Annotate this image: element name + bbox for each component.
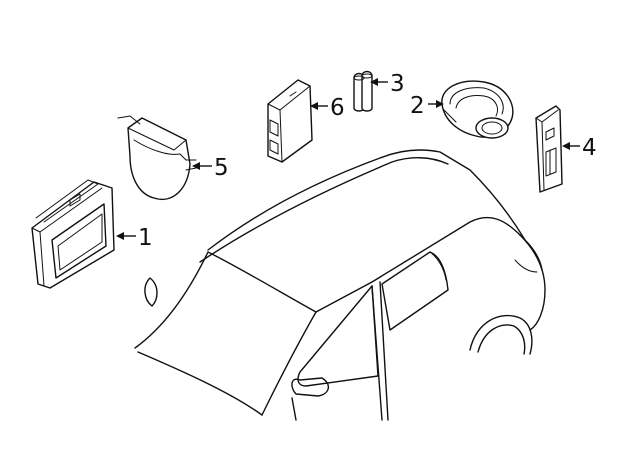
callout-5-label: 5 xyxy=(214,155,229,181)
part-4-switch-panel xyxy=(535,105,563,193)
callout-2: 2 xyxy=(410,93,444,119)
callout-6: 6 xyxy=(310,95,345,121)
part-5-bracket xyxy=(117,115,197,200)
callout-4-label: 4 xyxy=(582,135,597,161)
callout-4: 4 xyxy=(562,135,597,161)
callout-3: 3 xyxy=(370,71,405,97)
callout-1: 1 xyxy=(116,225,153,251)
part-3-battery xyxy=(353,70,373,112)
part-6-control-module xyxy=(267,79,313,163)
callout-2-label: 2 xyxy=(410,93,425,119)
callout-3-label: 3 xyxy=(390,71,405,97)
part-2-headphones xyxy=(441,80,514,139)
callout-6-label: 6 xyxy=(330,95,345,121)
callout-5: 5 xyxy=(192,155,229,181)
vehicle-outline xyxy=(134,149,546,421)
callout-1-label: 1 xyxy=(138,225,153,251)
part-1-display-unit xyxy=(31,179,115,289)
